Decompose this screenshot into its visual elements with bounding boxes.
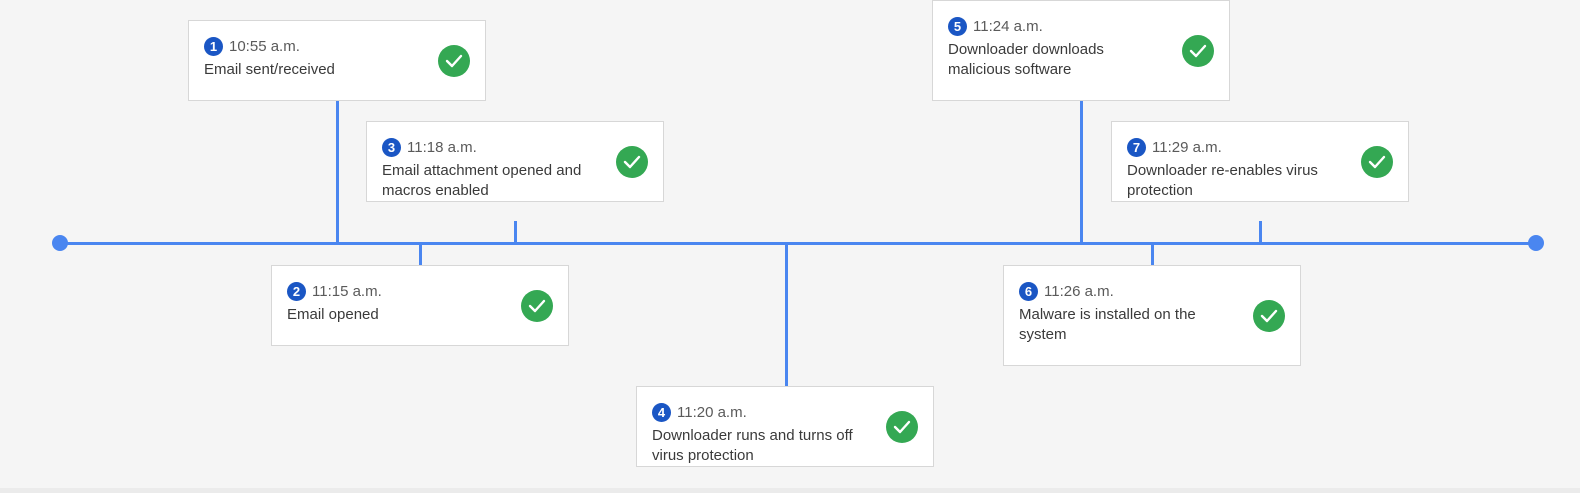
timeline-axis — [60, 242, 1536, 245]
event-description: Email opened — [287, 306, 379, 323]
check-circle-icon — [1361, 146, 1393, 178]
event-time: 11:24 a.m. — [973, 17, 1043, 35]
connector-event-4 — [785, 243, 788, 386]
timeline-start-dot — [52, 235, 68, 251]
event-description: Downloader runs and turns off virus prot… — [652, 427, 853, 464]
event-description: Email sent/received — [204, 61, 335, 78]
timeline-end-dot — [1528, 235, 1544, 251]
event-description: Downloader downloads malicious software — [948, 41, 1104, 78]
event-card-6: 6 11:26 a.m. Malware is installed on the… — [1003, 265, 1301, 366]
event-header: 2 11:15 a.m. — [287, 281, 382, 301]
event-header: 4 11:20 a.m. — [652, 402, 747, 422]
event-header: 3 11:18 a.m. — [382, 137, 477, 157]
event-card-5: 5 11:24 a.m. Downloader downloads malici… — [932, 0, 1230, 101]
event-number-badge: 6 — [1019, 281, 1038, 301]
connector-event-2 — [419, 243, 422, 265]
event-time: 11:20 a.m. — [677, 403, 747, 421]
event-header: 1 10:55 a.m. — [204, 36, 300, 56]
event-time: 11:15 a.m. — [312, 282, 382, 300]
check-circle-icon — [616, 146, 648, 178]
event-header: 7 11:29 a.m. — [1127, 137, 1222, 157]
event-number-badge: 4 — [652, 402, 671, 422]
event-number-badge: 5 — [948, 16, 967, 36]
event-description: Email attachment opened and macros enabl… — [382, 162, 582, 199]
check-circle-icon — [1182, 35, 1214, 67]
check-circle-icon — [886, 411, 918, 443]
connector-event-5 — [1080, 100, 1083, 243]
event-card-4: 4 11:20 a.m. Downloader runs and turns o… — [636, 386, 934, 467]
event-description: Downloader re-enables virus protection — [1127, 162, 1318, 199]
event-time: 11:29 a.m. — [1152, 138, 1222, 156]
event-number-badge: 1 — [204, 36, 223, 56]
bottom-divider — [0, 488, 1580, 493]
connector-event-7 — [1259, 221, 1262, 243]
check-circle-icon — [1253, 300, 1285, 332]
connector-event-1 — [336, 100, 339, 243]
event-number-badge: 3 — [382, 137, 401, 157]
event-card-1: 1 10:55 a.m. Email sent/received — [188, 20, 486, 101]
event-card-3: 3 11:18 a.m. Email attachment opened and… — [366, 121, 664, 202]
event-number-badge: 7 — [1127, 137, 1146, 157]
event-time: 11:26 a.m. — [1044, 282, 1114, 300]
event-header: 6 11:26 a.m. — [1019, 281, 1114, 301]
check-circle-icon — [521, 290, 553, 322]
event-number-badge: 2 — [287, 281, 306, 301]
connector-event-6 — [1151, 243, 1154, 265]
event-card-2: 2 11:15 a.m. Email opened — [271, 265, 569, 346]
event-header: 5 11:24 a.m. — [948, 16, 1043, 36]
event-card-7: 7 11:29 a.m. Downloader re-enables virus… — [1111, 121, 1409, 202]
connector-event-3 — [514, 221, 517, 243]
event-time: 10:55 a.m. — [229, 37, 300, 55]
event-time: 11:18 a.m. — [407, 138, 477, 156]
check-circle-icon — [438, 45, 470, 77]
event-description: Malware is installed on the system — [1019, 306, 1196, 343]
